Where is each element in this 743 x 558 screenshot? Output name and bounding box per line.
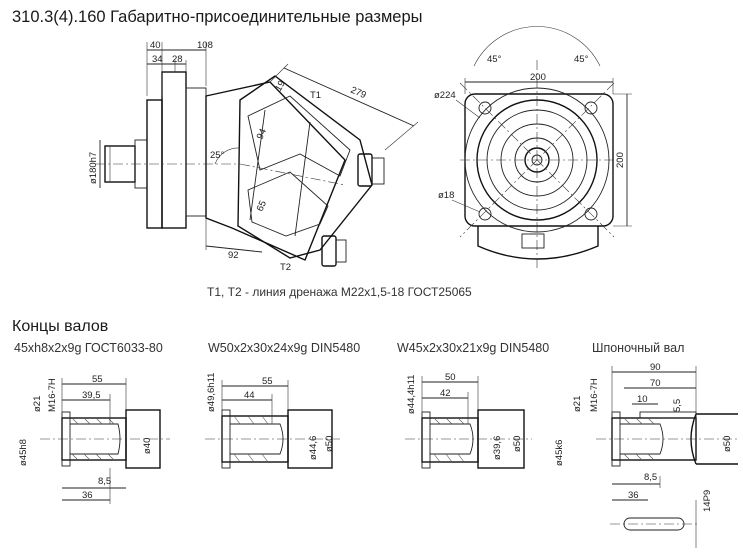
shaft4-dim-14p9: 14P9 bbox=[702, 490, 713, 512]
label-t2: Т2 bbox=[280, 262, 291, 273]
dim-200-vertical: 200 bbox=[615, 152, 626, 168]
dim-40: 40 bbox=[150, 40, 161, 51]
shaft-label-3: W45x2x30x21x9g DIN5480 bbox=[397, 341, 550, 355]
shaft1-dim-m16: M16-7H bbox=[47, 378, 58, 412]
shaft3-dim-d39-6: ø39,6 bbox=[492, 436, 503, 460]
shaft4-dim-d45k6: ø45k6 bbox=[554, 440, 565, 466]
shaft1-dim-55: 55 bbox=[92, 374, 103, 385]
shaft1-dim-39-5: 39,5 bbox=[82, 390, 101, 401]
shaft3-dim-50: 50 bbox=[445, 372, 456, 383]
shaft4-dim-70: 70 bbox=[650, 378, 661, 389]
shaft3-dim-d50: ø50 bbox=[512, 436, 523, 452]
shaft-ends-heading: Концы валов bbox=[12, 318, 109, 335]
angle-left-45: 45° bbox=[487, 54, 502, 65]
shaft2-dim-44: 44 bbox=[244, 390, 255, 401]
shaft4-dim-36: 36 bbox=[628, 490, 639, 501]
shaft4-dim-5-5: 5,5 bbox=[672, 399, 683, 412]
shaft-end-2: 55 44 ø49,6h11 ø44,6 ø50 bbox=[205, 373, 340, 469]
shaft-label-1: 45xh8x2x9g ГОСТ6033-80 bbox=[14, 341, 163, 355]
dim-19: 19 bbox=[273, 79, 288, 94]
dim-d180h7: ø180h7 bbox=[88, 152, 99, 184]
shaft4-dim-d21: ø21 bbox=[572, 396, 583, 412]
shaft2-dim-d49-6h11: ø49,6h11 bbox=[206, 373, 217, 412]
angle-right-45: 45° bbox=[574, 54, 589, 65]
shaft3-dim-d44-4h11: ø44,4h11 bbox=[406, 375, 417, 414]
dim-25deg: 25° bbox=[210, 150, 225, 161]
shaft1-dim-8-5: 8,5 bbox=[98, 476, 111, 487]
shaft4-dim-10: 10 bbox=[637, 394, 648, 405]
shaft3-dim-42: 42 bbox=[440, 388, 451, 399]
dim-108: 108 bbox=[197, 40, 213, 51]
shaft4-dim-8-5: 8,5 bbox=[644, 472, 657, 483]
dim-279: 279 bbox=[349, 85, 368, 101]
shaft2-dim-d44-6: ø44,6 bbox=[308, 436, 319, 460]
shaft-end-1: 55 39,5 ø21 M16-7H ø45h8 ø40 8,5 36 bbox=[18, 374, 170, 504]
dim-92: 92 bbox=[228, 250, 239, 261]
shaft-label-2: W50x2x30x24x9g DIN5480 bbox=[208, 341, 361, 355]
drain-note: Т1, Т2 - линия дренажа М22х1,5-18 ГОСТ25… bbox=[207, 285, 472, 299]
shaft-label-4: Шпоночный вал bbox=[592, 341, 685, 355]
dim-94: 94 bbox=[255, 127, 269, 141]
shaft1-dim-d45h8: ø45h8 bbox=[18, 439, 29, 466]
shaft4-dim-m16: M16-7H bbox=[589, 378, 600, 412]
page-title: 310.3(4).160 Габаритно-присоединительные… bbox=[12, 8, 423, 26]
dim-200-horizontal: 200 bbox=[530, 72, 546, 83]
dim-34: 34 bbox=[152, 54, 163, 65]
shaft-end-4: 90 70 10 5,5 ø21 M16-7H ø45k6 ø50 8,5 36… bbox=[554, 362, 740, 548]
shaft2-dim-d50: ø50 bbox=[324, 436, 335, 452]
shaft1-dim-d21: ø21 bbox=[32, 396, 43, 412]
end-view: 45° 45° 200 ø224 200 ø18 bbox=[434, 26, 632, 270]
shaft4-dim-90: 90 bbox=[650, 362, 661, 373]
shaft-end-3: 50 42 ø44,4h11 ø39,6 ø50 bbox=[405, 372, 532, 469]
dim-65: 65 bbox=[255, 199, 269, 213]
label-t1: Т1 bbox=[310, 90, 321, 101]
shaft2-dim-55: 55 bbox=[262, 376, 273, 387]
shaft4-dim-d50: ø50 bbox=[722, 436, 733, 452]
shaft1-dim-36: 36 bbox=[82, 490, 93, 501]
shaft1-dim-d40: ø40 bbox=[142, 438, 153, 454]
dim-d18: ø18 bbox=[438, 190, 454, 201]
dim-d224: ø224 bbox=[434, 90, 456, 101]
dim-28: 28 bbox=[172, 54, 183, 65]
main-side-view: 40 108 34 28 279 19 Т1 94 25° 65 92 Т2 ø… bbox=[88, 40, 419, 273]
